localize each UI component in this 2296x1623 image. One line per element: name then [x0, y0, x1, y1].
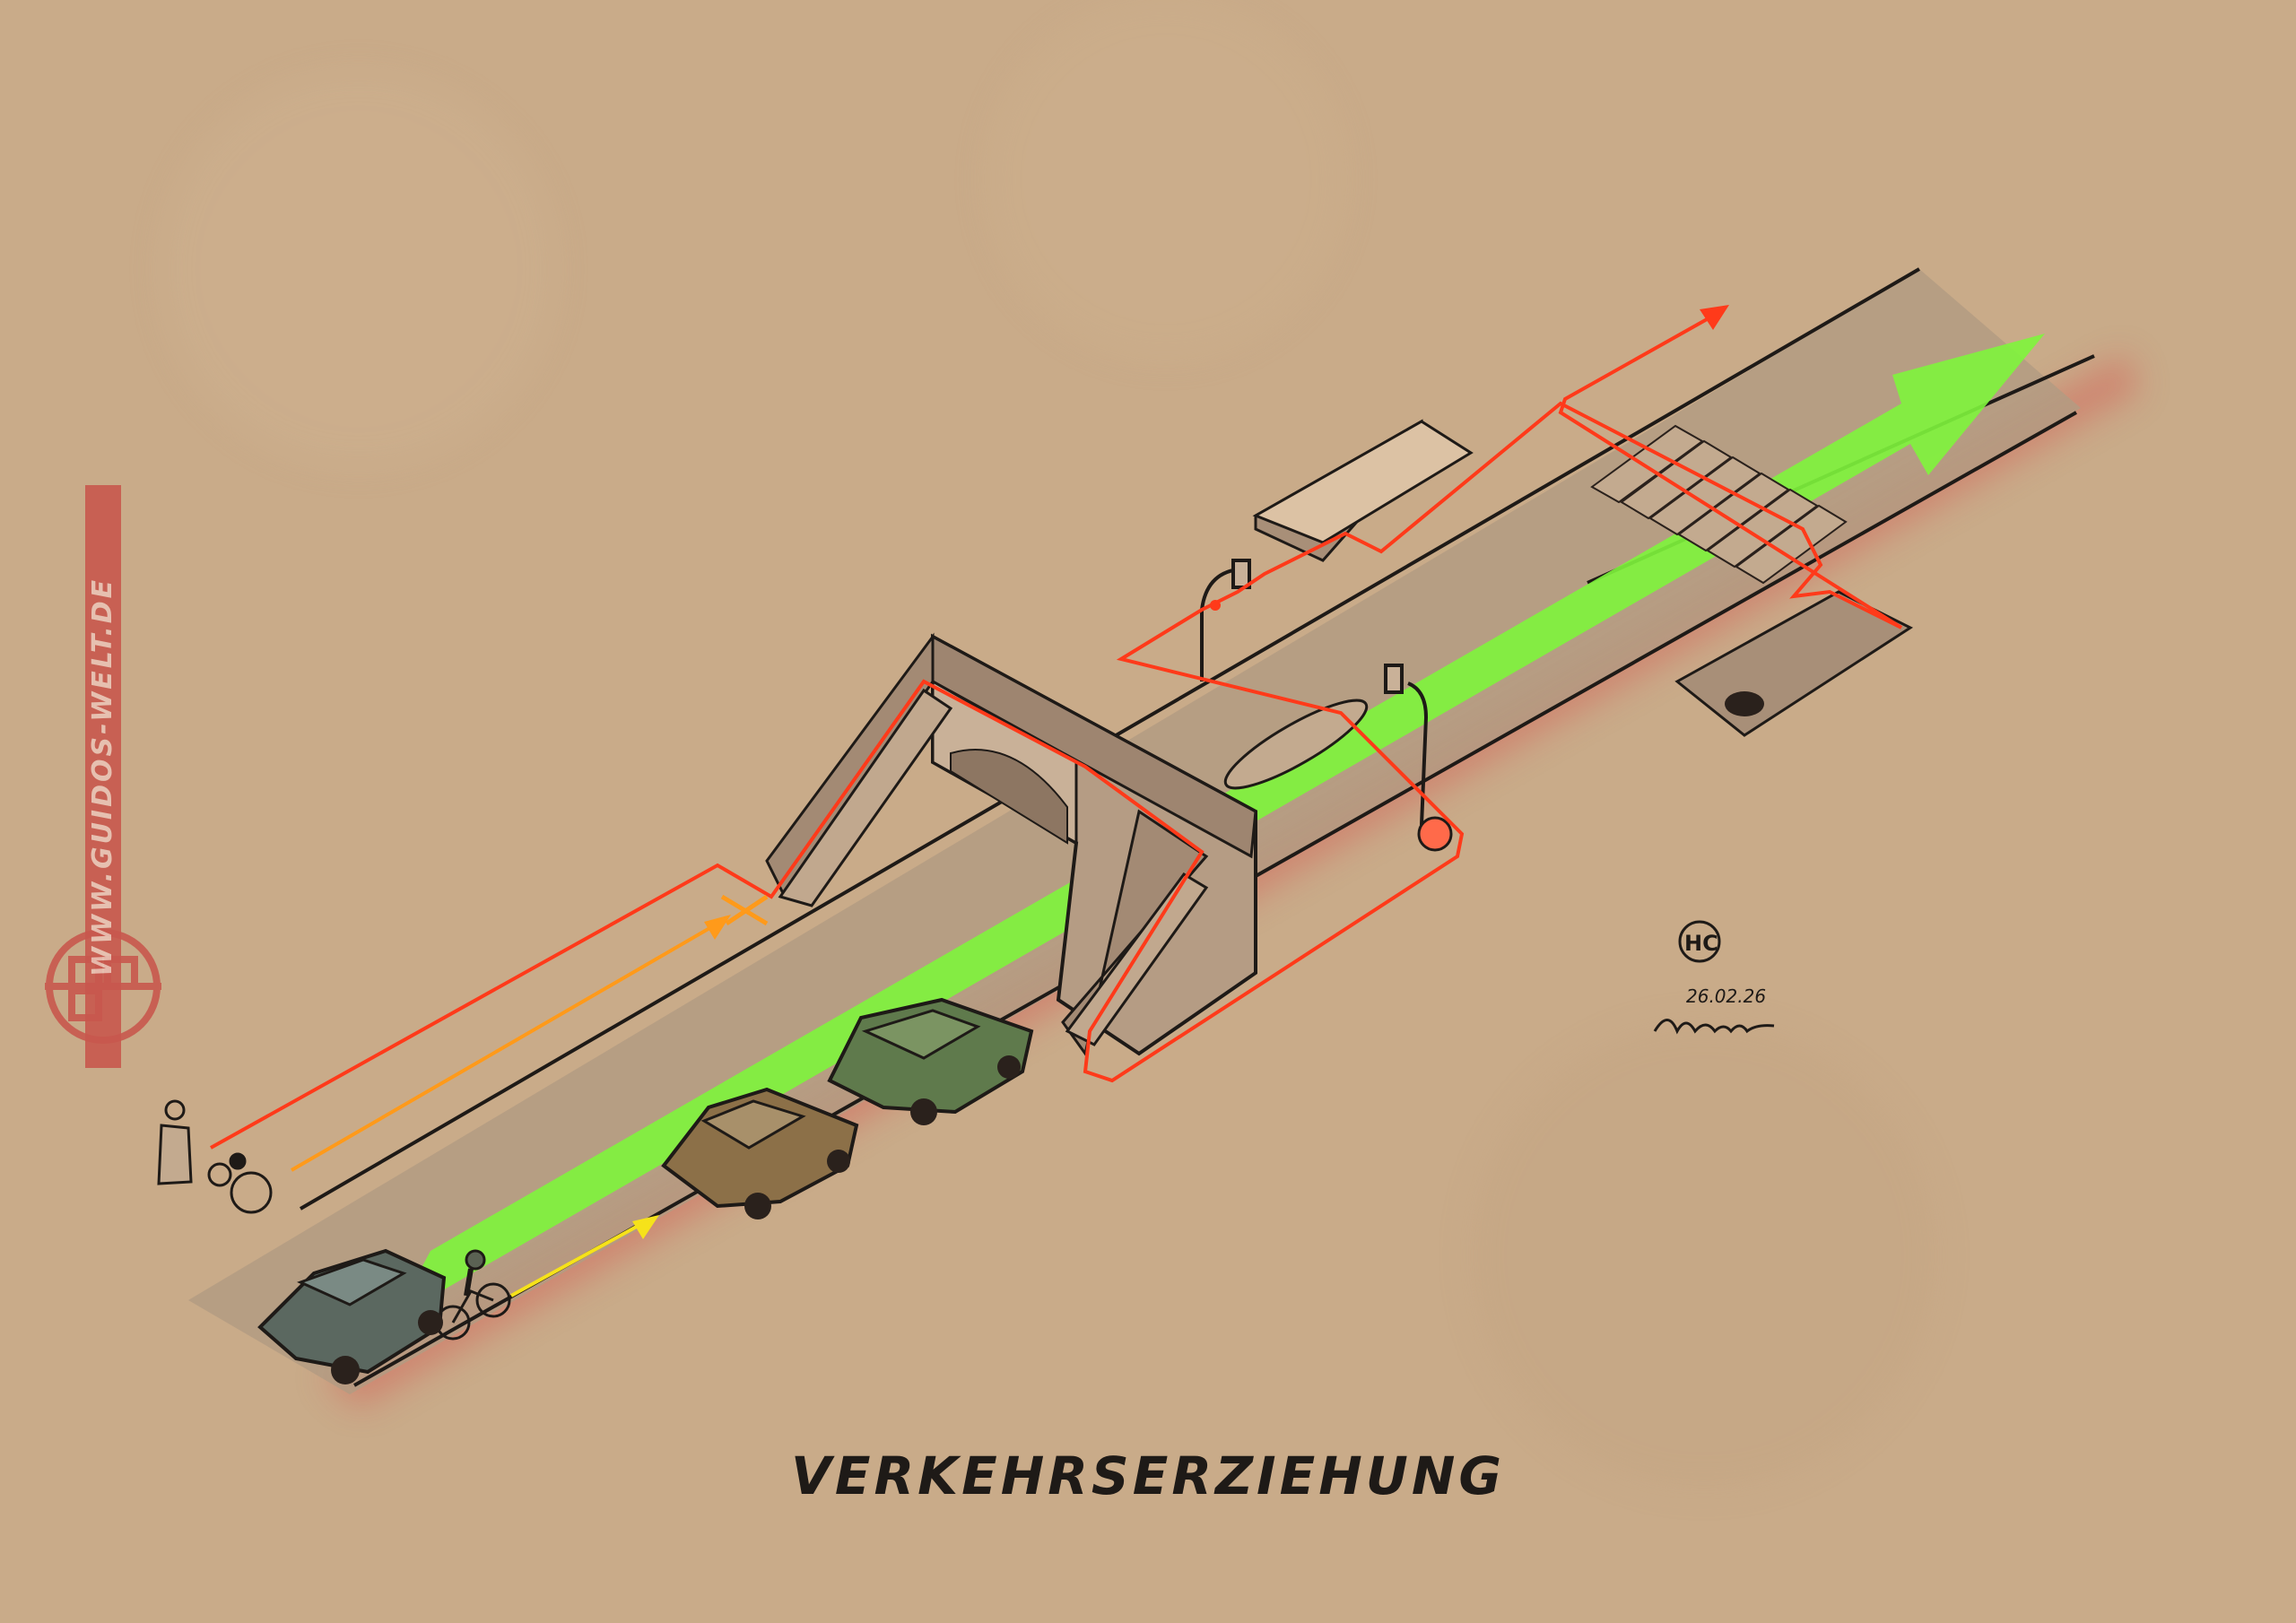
red-route-arrowhead — [1700, 305, 1729, 330]
zebra-crossing — [1590, 424, 1848, 585]
orange-route-arrowhead — [704, 915, 731, 940]
page-title: VERKEHRSERZIEHUNG — [790, 1445, 1506, 1506]
paper-texture — [161, 0, 1937, 1488]
red-pedestrian-route — [210, 317, 1903, 1150]
signature-initials: HC — [1684, 931, 1718, 956]
car-gray-front — [257, 1248, 447, 1384]
red-route-blocked-cross — [720, 894, 769, 926]
wheelchair-figure — [207, 1152, 273, 1214]
traffic-light-right — [1384, 664, 1453, 852]
pedestrian-bridge — [765, 632, 1257, 1057]
artist-signature: HC 26.02.26 — [1653, 920, 1775, 1035]
traffic-island — [1223, 699, 1369, 790]
yellow-bicycle-route — [510, 1222, 642, 1298]
car-green — [827, 997, 1034, 1125]
signature-date: 26.02.26 — [1686, 985, 1766, 1007]
watermark-url: WWW.GUIDOS-WELT.DE — [87, 577, 119, 976]
watermark-url-banner: WWW.GUIDOS-WELT.DE — [85, 485, 121, 1068]
cyclist-figure — [435, 1249, 511, 1341]
pedestrian-figure — [157, 1099, 193, 1185]
underpass-right — [1674, 590, 1914, 737]
yellow-route-arrowhead — [632, 1215, 659, 1239]
underpass-left — [1252, 419, 1474, 562]
car-brown — [661, 1087, 859, 1219]
orange-wheelchair-route — [290, 922, 719, 1172]
